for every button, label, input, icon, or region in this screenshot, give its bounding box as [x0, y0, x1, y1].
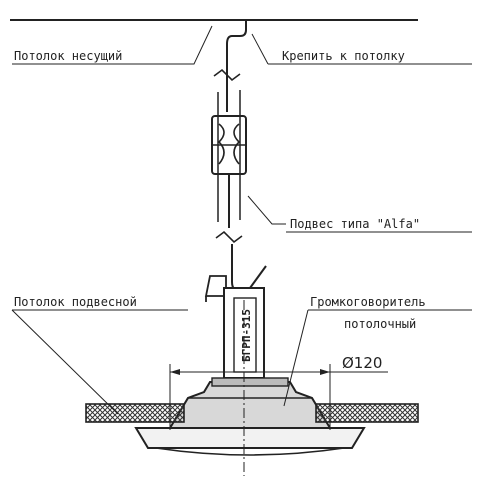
leader-suspended-diag — [11, 309, 119, 415]
label-suspended-ceiling: Потолок подвесной — [14, 295, 137, 309]
label-hanger-type: Подвес типа "Alfa" — [290, 217, 420, 231]
housing-mount-block — [211, 377, 289, 387]
leader-attach-diag — [251, 33, 269, 65]
label-speaker-line1: Громкоговоритель — [310, 295, 426, 309]
hook-tail — [249, 265, 267, 289]
suspended-ceiling-right — [315, 403, 419, 423]
speaker-bezel — [134, 427, 366, 449]
suspended-ceiling-left — [85, 403, 185, 423]
leader-hanger — [247, 195, 286, 225]
dim-arrow-left — [170, 369, 180, 375]
model-label: БГРП-315 — [240, 309, 253, 362]
ceiling-hook — [226, 20, 247, 72]
label-ceiling-load-bearing: Потолок несущий — [14, 49, 122, 63]
leader-ceiling — [12, 25, 213, 65]
label-speaker-line2: потолочный — [344, 317, 416, 331]
speaker-housing — [168, 381, 332, 429]
alfa-clamp-inner — [217, 123, 241, 165]
lower-rod-break — [215, 230, 243, 244]
upper-rod-break — [213, 68, 241, 82]
label-attach-to-ceiling: Крепить к потолку — [282, 49, 405, 63]
label-diameter: Ø120 — [342, 354, 382, 372]
speaker-grille — [155, 447, 345, 456]
leader-speaker-diag — [283, 309, 309, 407]
dim-arrow-right — [320, 369, 330, 375]
